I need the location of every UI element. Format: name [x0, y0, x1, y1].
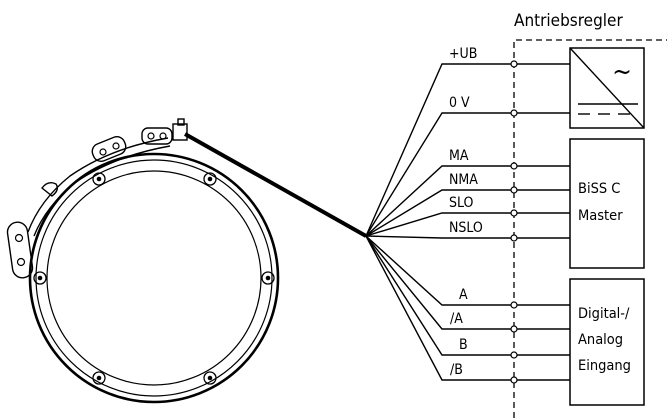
biss-master-line-1: BiSS C: [578, 181, 620, 197]
controller-boundary: [513, 39, 667, 418]
fan-wires: [365, 63, 512, 381]
main-cable: [184, 132, 367, 238]
scanning-head: [6, 118, 188, 279]
signal-label-slo: SLO: [449, 195, 474, 211]
biss-master-line-2: Master: [578, 208, 623, 224]
signal-label-ub: +UB: [449, 46, 477, 62]
signal-label-b: B: [459, 337, 468, 353]
signal-label-0v: 0 V: [449, 95, 470, 111]
biss-master-block: [569, 138, 645, 269]
terminals: [510, 60, 570, 384]
digital-analog-line-1: Digital-/: [578, 306, 630, 322]
signal-label-not-b: /B: [450, 362, 463, 378]
converter-block: [569, 47, 645, 129]
controller-title: Antriebsregler: [514, 11, 623, 31]
signal-label-a: A: [459, 287, 468, 303]
encoder-ring: [28, 152, 280, 404]
signal-label-nma: NMA: [449, 172, 478, 188]
signal-label-ma: MA: [449, 148, 469, 164]
digital-analog-line-3: Eingang: [578, 358, 631, 374]
signal-label-nslo: NSLO: [449, 220, 483, 236]
digital-analog-block: [569, 278, 645, 406]
digital-analog-line-2: Analog: [578, 332, 623, 348]
ac-symbol: ~: [612, 57, 632, 87]
signal-label-not-a: /A: [450, 311, 463, 327]
